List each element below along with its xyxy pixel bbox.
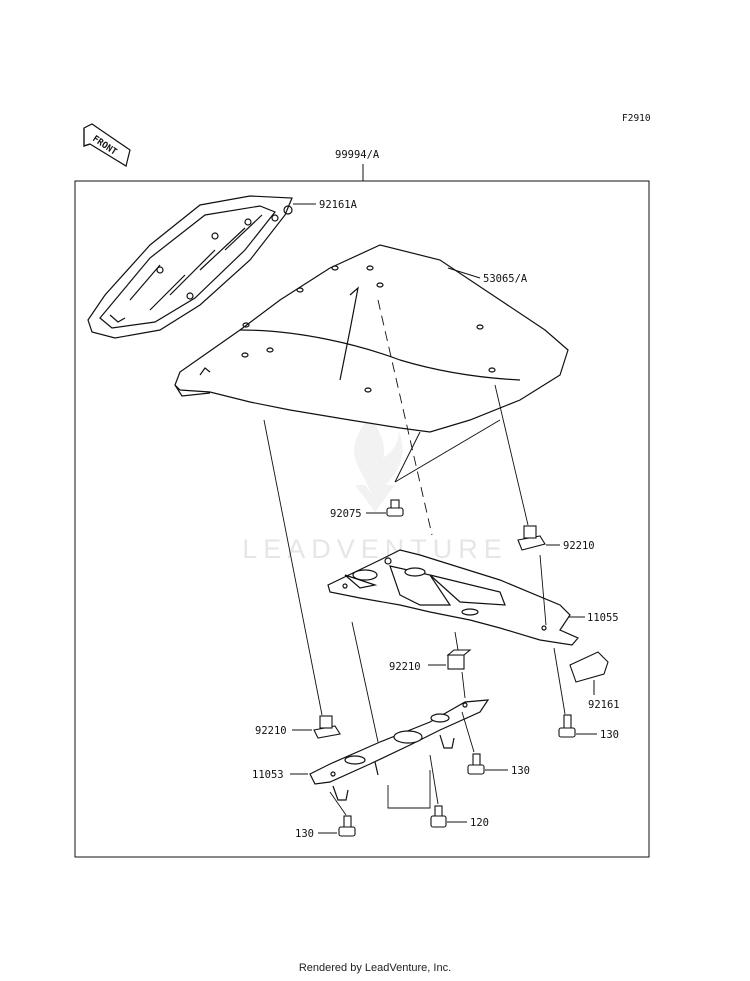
- assembly-guide-lines: [263, 299, 566, 816]
- nut-right: [517, 525, 546, 551]
- assembly-label: 99994/A: [335, 149, 380, 161]
- bolt-right: [558, 714, 576, 738]
- part-label-bolt-center: 92075: [330, 508, 362, 520]
- part-label-nut-center: 92210: [389, 661, 421, 673]
- watermark-text: LEADVENTURE: [242, 534, 508, 564]
- part-label-bolt-mid: 130: [511, 765, 530, 777]
- part-label-bolt-right: 130: [600, 729, 619, 741]
- bracket-lower: [309, 699, 490, 801]
- part-label-pad: 92161: [588, 699, 620, 711]
- part-label-bracket-lower: 11053: [252, 769, 284, 781]
- bolt-mid: [467, 753, 485, 775]
- screw-120: [430, 805, 447, 828]
- front-arrow-icon: FRONT: [83, 123, 131, 167]
- bolt-92075: [386, 499, 404, 517]
- figure-ref: F2910: [622, 113, 651, 124]
- pad-92161: [569, 651, 609, 683]
- assembly-box: [74, 180, 650, 858]
- bolt-left: [338, 815, 356, 837]
- part-label-bracket-upper: 11055: [587, 612, 619, 624]
- leadventure-watermark-logo: [354, 410, 403, 512]
- seat-cowl-base: [87, 195, 293, 339]
- part-label-nut-left: 92210: [255, 725, 287, 737]
- part-label-bolt-left: 130: [295, 828, 314, 840]
- part-label-seat-cover: 53065/A: [483, 273, 528, 285]
- part-label-cover-base: 92161A: [319, 199, 358, 211]
- part-label-nut-right: 92210: [563, 540, 595, 552]
- bracket-upper: [327, 549, 579, 646]
- nut-center: [446, 649, 472, 670]
- seat-cover: [174, 244, 569, 433]
- nut-left: [313, 715, 341, 739]
- footer-credit: Rendered by LeadVenture, Inc.: [298, 962, 452, 974]
- part-label-screw: 120: [470, 817, 489, 829]
